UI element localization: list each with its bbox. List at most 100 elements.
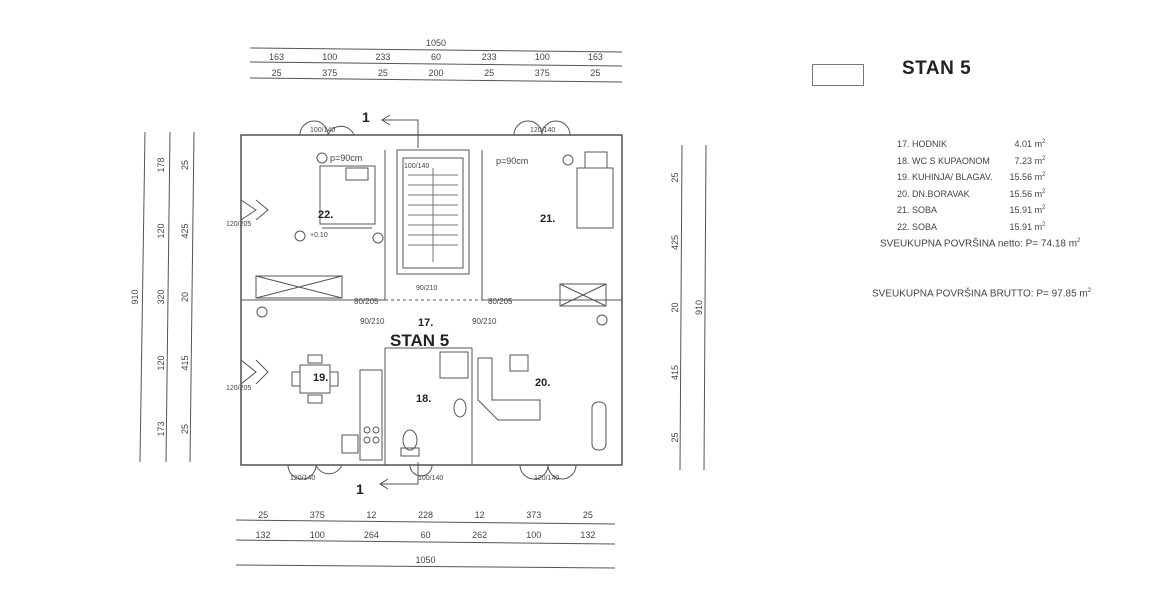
dimension-label: 415 (180, 355, 190, 370)
dimension-label: 12 (366, 510, 376, 520)
stair-core (396, 149, 470, 275)
dimension-label: 100 (310, 530, 325, 540)
dimension-label: 1050 (415, 555, 435, 565)
area-room-value: 15.91 m2 (1009, 205, 1046, 216)
room-label-17: 17. (418, 317, 433, 329)
dimension-label: 25 (180, 424, 190, 434)
area-unit: m (1032, 155, 1043, 166)
area-unit: m (1032, 139, 1043, 150)
door-label: 80/205 (354, 297, 379, 306)
dimension-label: 132 (256, 530, 271, 540)
dimension-label: 100 (322, 52, 337, 62)
washbasin (453, 398, 467, 418)
stair-core-inner (402, 157, 464, 269)
area-room-value: 7.23 m2 (1014, 155, 1046, 166)
dimension-label: 60 (420, 530, 430, 540)
dimension-label: 178 (156, 157, 166, 172)
side-window-label: 120/205 (226, 221, 251, 228)
dimension-label: 173 (156, 421, 166, 436)
window-bottom-right (519, 464, 577, 480)
gross-area-value: P= 97.85 m (1036, 288, 1088, 300)
dimension-label: 120 (156, 355, 166, 370)
dimension-label: 25 (258, 510, 268, 520)
dimension-label: 25 (590, 68, 600, 78)
dimension-label: 12 (475, 510, 485, 520)
toilet (402, 429, 418, 451)
fixture-marker (596, 314, 608, 326)
window-left-top (240, 199, 269, 221)
dimension-label: 120 (156, 223, 166, 238)
pillow (584, 151, 608, 169)
window-label: 100/140 (418, 475, 443, 482)
area-row: 22. SOBA 15.91 m2 (894, 219, 1048, 236)
fixture-marker (316, 152, 328, 164)
area-unit: m (1032, 221, 1043, 232)
dimension-label: 200 (428, 68, 443, 78)
door-label: 90/210 (360, 317, 385, 326)
area-room-name: 20. DN.BORAVAK (897, 188, 970, 199)
section-arrow-top (381, 114, 419, 148)
tv-unit (591, 401, 607, 451)
dimension-label: 100 (526, 530, 541, 540)
height-note: p=90cm (496, 156, 528, 166)
window-label: 120/140 (290, 475, 315, 482)
room-label-19: 19. (313, 372, 328, 384)
window-label: 120/140 (534, 475, 559, 482)
dimension-label: 415 (670, 365, 680, 380)
dimension-label: 20 (670, 302, 680, 312)
area-value-number: 4.01 (1014, 139, 1033, 150)
window-top-left (299, 120, 355, 136)
side-window-label: 120/205 (226, 385, 251, 392)
sofa (477, 357, 541, 421)
room-label-20: 20. (535, 377, 550, 389)
window-label: 100/140 (404, 163, 429, 170)
window-bottom-mid (409, 464, 433, 477)
area-unit: m (1032, 172, 1043, 183)
area-value-number: 15.91 (1009, 221, 1033, 232)
dimension-label: 375 (322, 68, 337, 78)
bed-room-21 (576, 167, 614, 229)
section-mark-bottom: 1 (356, 481, 364, 497)
net-area-total: SVEUKUPNA POVRŠINA netto: P= 74.18 m2 (880, 238, 1081, 250)
dimension-label: 375 (535, 68, 550, 78)
dimension-label: 25 (670, 172, 680, 182)
dimension-label: 25 (583, 510, 593, 520)
level-note: +0.10 (310, 232, 328, 239)
dimension-label: 910 (130, 289, 140, 304)
dimension-label: 25 (272, 68, 282, 78)
dimension-label: 425 (180, 223, 190, 238)
window-label: 120/140 (530, 127, 555, 134)
room-label-21: 21. (540, 213, 555, 225)
area-unit: m (1032, 205, 1043, 216)
wardrobe (255, 275, 343, 299)
area-room-name: 17. HODNIK (897, 139, 948, 150)
dimension-label: 163 (269, 52, 284, 62)
dimension-label: 373 (526, 510, 541, 520)
area-room-value: 15.56 m2 (1009, 172, 1046, 183)
door-label: 90/210 (472, 317, 497, 326)
window-bottom-left (287, 464, 343, 480)
area-row: 19. KUHINJA/ BLAGAV.15.56 m2 (894, 169, 1048, 186)
dimension-label: 228 (418, 510, 433, 520)
dimension-label: 320 (156, 289, 166, 304)
dimension-label: 163 (588, 52, 603, 62)
section-mark-top: 1 (362, 109, 370, 125)
area-value-number: 15.91 (1009, 205, 1033, 216)
dimension-label: 100 (535, 52, 550, 62)
gross-area-total: SVEUKUPNA POVRŠINA BRUTTO: P= 97.85 m2 (872, 288, 1092, 300)
stair-label: 90/210 (416, 285, 438, 292)
area-room-name: 22. SOBA (897, 221, 938, 232)
dimension-label: 910 (694, 300, 704, 315)
dimension-label: 20 (180, 292, 190, 302)
wardrobe (559, 283, 607, 307)
dimension-label: 25 (378, 68, 388, 78)
plan-label: STAN 5 (390, 331, 449, 350)
area-room-value: 15.91 m2 (1009, 221, 1046, 232)
dimension-label: 25 (670, 432, 680, 442)
dimension-label: 60 (431, 52, 441, 62)
area-room-name: 21. SOBA (897, 205, 938, 216)
